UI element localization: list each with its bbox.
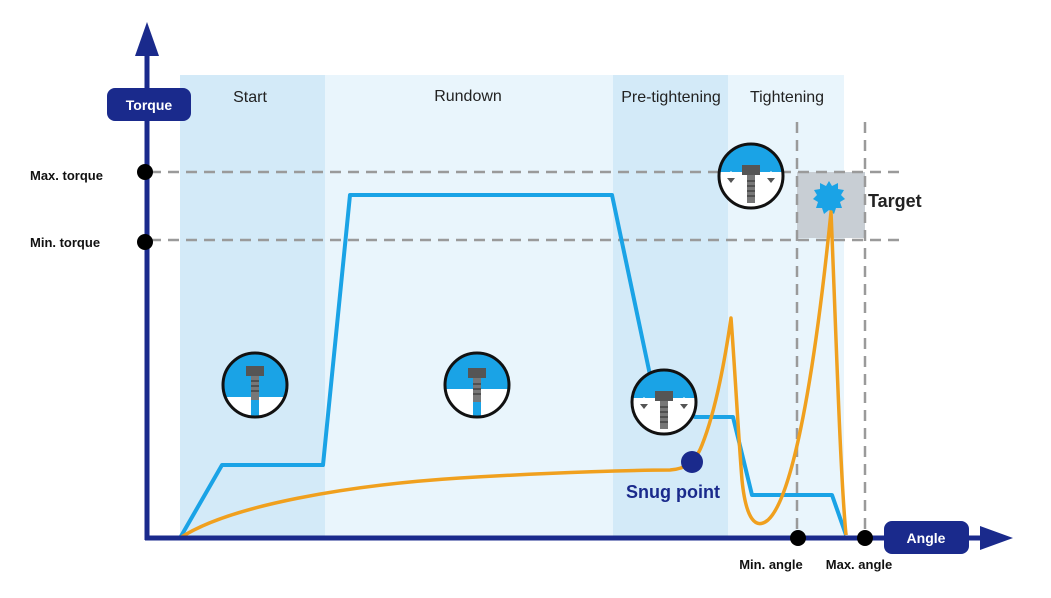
max-torque-label: Max. torque <box>30 168 103 183</box>
y-axis-arrow-icon <box>135 22 159 56</box>
phase-band-rundown <box>325 75 613 538</box>
phase-band-start <box>180 75 325 538</box>
phase-label-rundown: Rundown <box>434 88 502 105</box>
min-torque-marker <box>137 234 153 250</box>
snug-point-dot <box>681 451 703 473</box>
torque-axis-label: Torque <box>126 97 173 113</box>
screw-rundown-icon <box>443 351 511 419</box>
angle-axis-pill <box>884 521 969 554</box>
angle-axis-label: Angle <box>907 530 946 546</box>
phase-label-start: Start <box>233 89 267 106</box>
screw-seated-icon <box>630 368 698 436</box>
min-torque-label: Min. torque <box>30 235 100 250</box>
phase-band-pre-tightening <box>613 75 728 538</box>
screw-loose-icon <box>221 351 289 419</box>
target-label: Target <box>868 191 922 211</box>
phase-label-pre-tightening: Pre-tightening <box>621 89 721 106</box>
max-torque-marker <box>137 164 153 180</box>
orange-torque-curve <box>179 210 848 540</box>
snug-point-label: Snug point <box>626 482 720 502</box>
x-axis-arrow-icon <box>980 526 1013 550</box>
max-angle-marker <box>857 530 873 546</box>
phase-label-tightening: Tightening <box>750 89 824 106</box>
min-angle-label: Min. angle <box>739 557 803 572</box>
target-star-icon <box>813 181 845 214</box>
max-angle-label: Max. angle <box>826 557 892 572</box>
min-angle-marker <box>790 530 806 546</box>
screw-tightened-icon <box>717 142 785 210</box>
torque-axis-pill <box>107 88 191 121</box>
